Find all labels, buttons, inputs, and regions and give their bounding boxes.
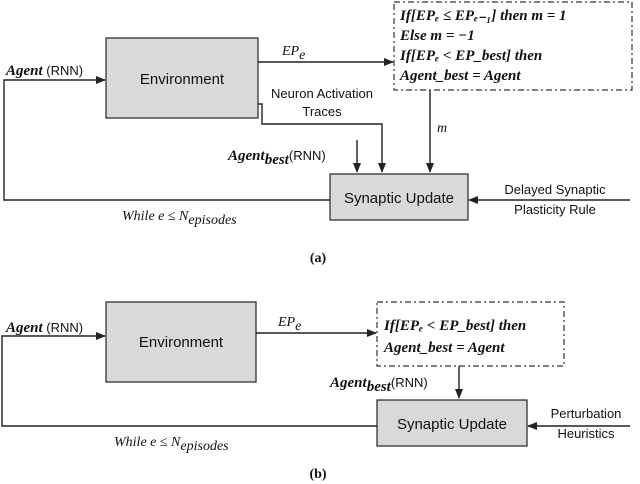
feedback-loop-a <box>3 76 330 201</box>
rule-line2-a: Plasticity Rule <box>514 202 596 217</box>
condition-box-b <box>376 301 565 367</box>
synaptic-update-box-a <box>329 173 469 221</box>
while-label-a: While e ≤ Nepisodes <box>122 209 237 228</box>
environment-label-b: Environment <box>139 334 224 351</box>
panel-a: Agent (RNN) Environment EPe Neuron Activ… <box>3 1 633 266</box>
caption-b: (b) <box>309 467 326 482</box>
synaptic-update-box-b <box>376 399 528 447</box>
m-label-a: m <box>437 121 447 136</box>
condition-line1-a: If[EPₑ ≤ EPₑ₋₁] then m = 1 <box>399 8 567 24</box>
condition-line3-a: If[EPₑ < EP_best] then <box>399 48 542 64</box>
condition-line2-b: Agent_best = Agent <box>383 340 505 356</box>
feedback-loop-b <box>1 332 377 427</box>
rule-line1-b: Perturbation <box>551 406 622 421</box>
neuron-traces-arrow-a <box>258 103 386 173</box>
neuron-traces-line2-a: Traces <box>302 104 342 119</box>
environment-box-b <box>105 301 257 383</box>
condition-box-a <box>393 1 633 91</box>
condition-line2-a: Else m = −1 <box>399 28 475 44</box>
agent-label-b: Agent (RNN) <box>5 320 83 336</box>
condition-line1-b: If[EPₑ < EP_best] then <box>383 318 526 334</box>
panel-b: Agent (RNN) Environment EPe If[EPₑ < EP_… <box>1 301 630 482</box>
neuron-traces-line1-a: Neuron Activation <box>271 86 373 101</box>
caption-a: (a) <box>310 251 327 266</box>
agent-label-a: Agent (RNN) <box>5 63 83 79</box>
while-label-b: While e ≤ Nepisodes <box>114 435 229 454</box>
environment-box-a <box>105 37 259 119</box>
agent-best-label-b: Agentbest(RNN) <box>329 375 428 395</box>
agent-best-label-a: Agentbest(RNN) <box>227 148 326 168</box>
rule-line2-b: Heuristics <box>557 426 615 441</box>
rule-line1-a: Delayed Synaptic <box>504 182 606 197</box>
ep-label-a: EPe <box>281 44 305 63</box>
environment-label-a: Environment <box>140 71 225 88</box>
ep-label-b: EPe <box>277 315 301 334</box>
condition-line4-a: Agent_best = Agent <box>399 68 521 84</box>
synaptic-update-label-a: Synaptic Update <box>344 190 454 207</box>
synaptic-update-label-b: Synaptic Update <box>397 416 507 433</box>
